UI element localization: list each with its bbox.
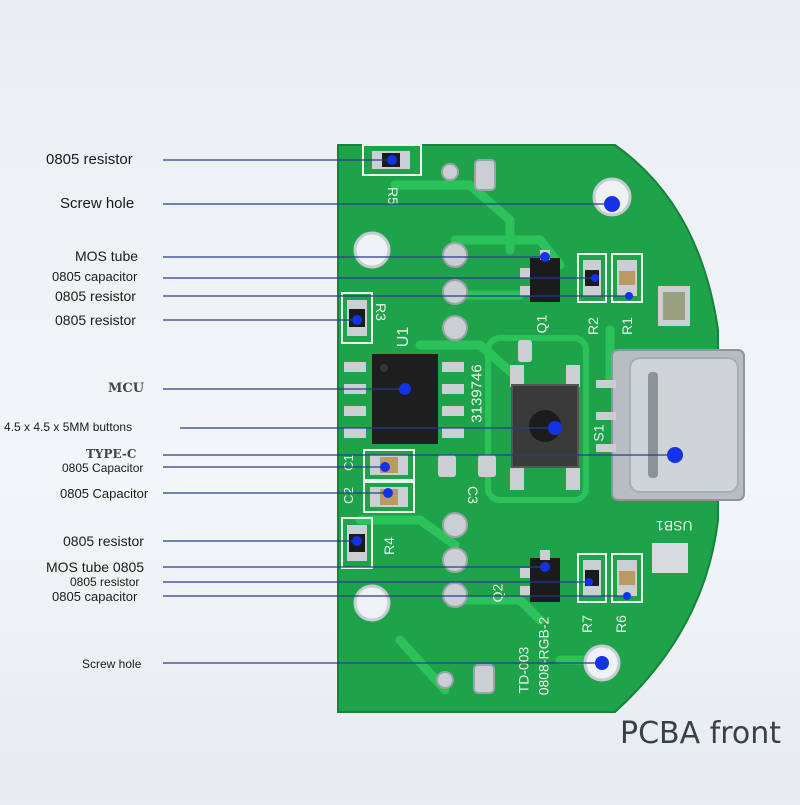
marker-dot <box>604 196 620 212</box>
mos-tubes <box>520 250 560 602</box>
label-screw-hole: Screw hole <box>82 657 142 671</box>
marker-dot <box>380 462 390 472</box>
mcu-chip <box>344 354 464 444</box>
label-0805-resistor: 0805 resistor <box>46 151 133 168</box>
marker-dot <box>399 383 411 395</box>
marker-dot <box>591 274 599 282</box>
screw-hole-bottom-left <box>353 584 391 622</box>
label-mos-tube-0805: MOS tube 0805 <box>46 559 145 575</box>
label-0805-capacitor: 0805 capacitor <box>52 589 138 604</box>
marker-dot <box>623 592 631 600</box>
label-0805-resistor: 0805 resistor <box>55 288 136 304</box>
marker-dot <box>352 536 362 546</box>
label-0805-capacitor: 0805 Capacitor <box>60 486 149 501</box>
label-screw-hole: Screw hole <box>60 195 135 212</box>
marker-dot <box>540 252 550 262</box>
marker-dot <box>667 447 683 463</box>
button-zone <box>485 335 589 503</box>
label-mos-tube: MOS tube <box>75 248 139 264</box>
label-mcu: MCU <box>108 381 145 396</box>
marker-dot <box>352 315 362 325</box>
marker-dot <box>585 578 593 586</box>
caption-pcba-front: PCBA front <box>620 716 782 751</box>
label-0805-capacitor: 0805 capacitor <box>52 269 138 284</box>
through-pads <box>436 163 468 689</box>
marker-dot <box>540 562 550 572</box>
marker-dot <box>383 488 393 498</box>
marker-dot <box>625 292 633 300</box>
label-type-c: TYPE-C <box>86 447 137 461</box>
usb-type-c <box>596 349 745 501</box>
label-0805-resistor: 0805 resistor <box>63 533 144 549</box>
label-0805-capacitor: 0805 Capacitor <box>62 461 144 475</box>
marker-dot <box>595 656 609 670</box>
marker-dot <box>387 155 397 165</box>
label-buttons: 4.5 x 4.5 x 5MM buttons <box>4 420 133 434</box>
label-0805-resistor: 0805 resistor <box>55 312 136 328</box>
screw-hole-top-left <box>353 231 391 269</box>
label-0805-resistor: 0805 resistor <box>70 575 140 589</box>
marker-dot <box>548 421 562 435</box>
